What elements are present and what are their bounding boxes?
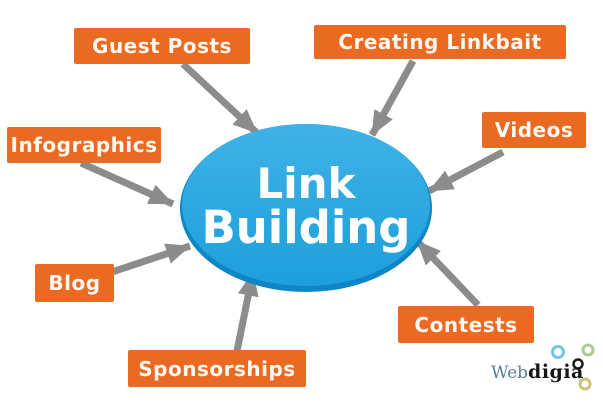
center-ellipse (182, 124, 430, 286)
node-infographics: Infographics (7, 127, 161, 163)
webdigia-logo-text: Webdigia (491, 361, 584, 383)
logo-circles (551, 343, 595, 391)
node-sponsorships: Sponsorships (128, 350, 306, 387)
node-contests: Contests (398, 306, 534, 343)
logo-part-web: Web (491, 363, 529, 383)
arrow-infographics (79, 159, 175, 208)
arrow-layer (79, 59, 505, 352)
node-creating-linkbait: Creating Linkbait (314, 25, 566, 59)
node-videos: Videos (482, 112, 586, 148)
arrow-creating-linkbait (368, 59, 417, 137)
arrow-videos (427, 148, 505, 195)
node-blog: Blog (35, 264, 114, 302)
arrow-contests (414, 238, 481, 308)
arrow-sponsorships (233, 271, 259, 352)
logo-circle-olive-icon (578, 377, 592, 391)
logo-circle-black-icon (572, 358, 584, 370)
logo-circle-green-icon (581, 343, 595, 357)
arrow-guest-posts (180, 61, 260, 136)
logo-part-digia: digia (528, 361, 584, 383)
node-guest-posts: Guest Posts (74, 28, 250, 64)
webdigia-logo: Webdigia (491, 355, 599, 405)
logo-circle-blue-icon (551, 345, 565, 359)
arrow-blog (110, 242, 192, 276)
